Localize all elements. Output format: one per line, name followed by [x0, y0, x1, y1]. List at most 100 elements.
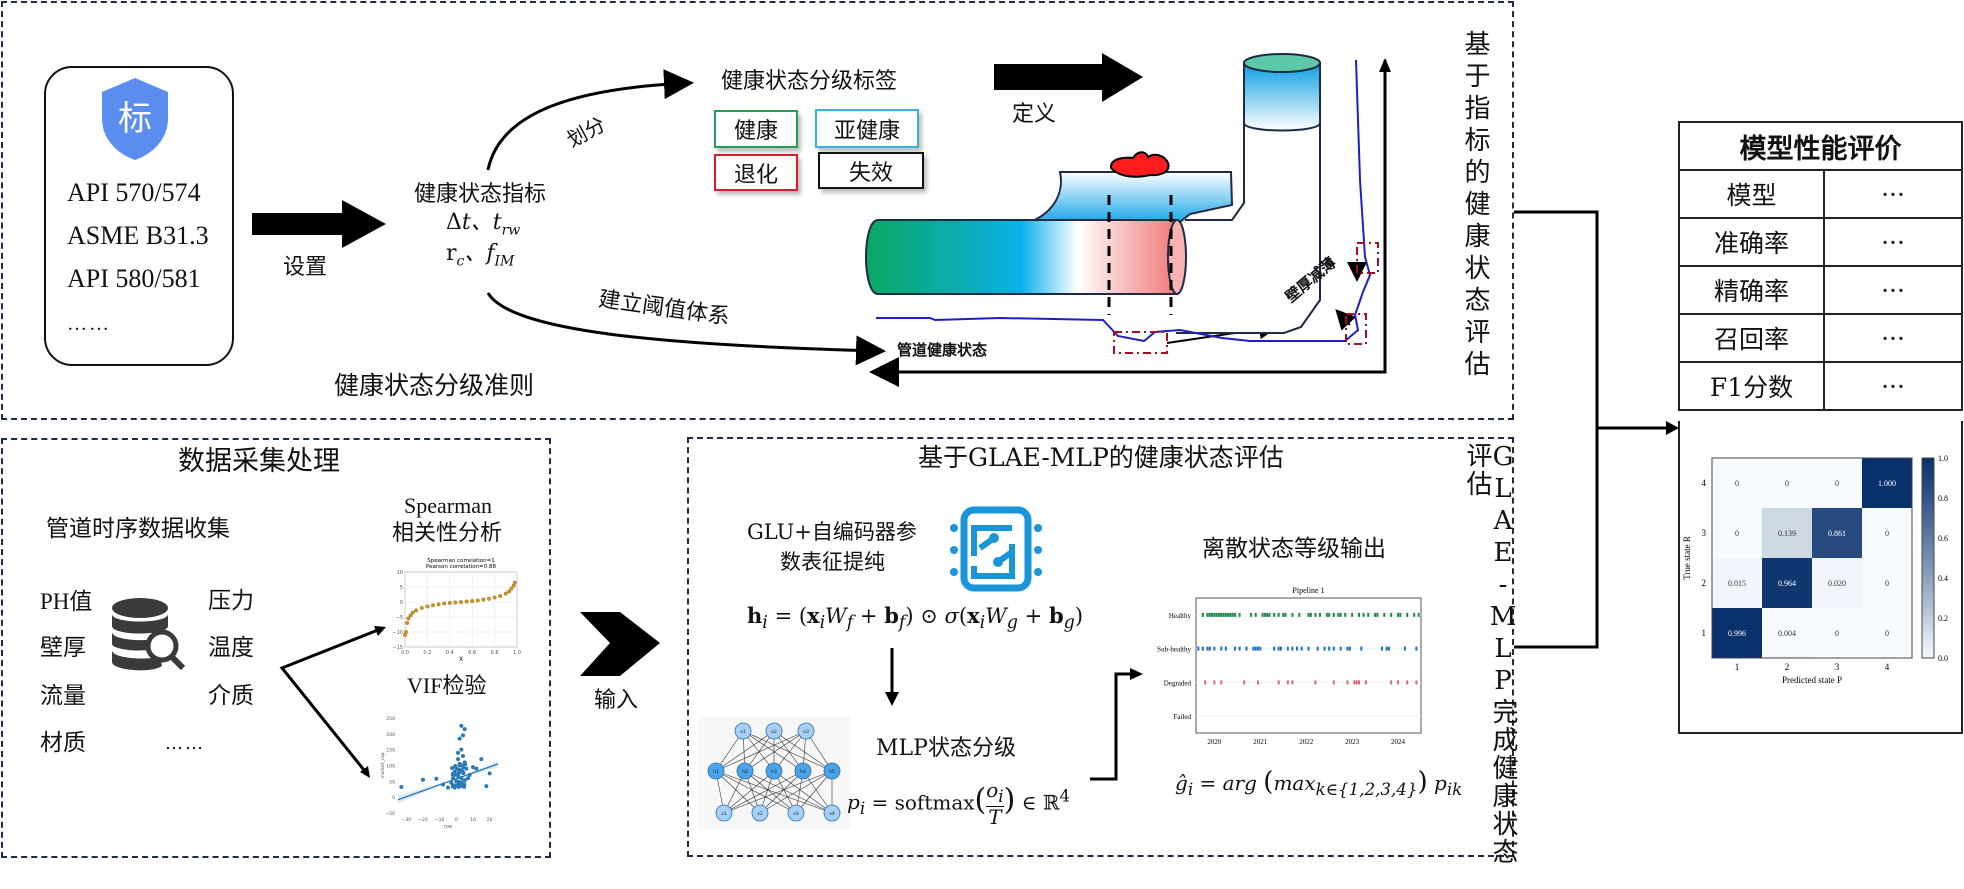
state-point — [1399, 613, 1401, 617]
metric-name: 模型 — [1679, 170, 1824, 218]
state-point — [1381, 647, 1383, 651]
state-point — [1246, 647, 1248, 651]
colorbar — [1922, 458, 1934, 658]
x-tick-label: 2021 — [1253, 738, 1268, 746]
state-point — [1415, 647, 1417, 651]
state-point — [1349, 647, 1351, 651]
metric-value: ··· — [1824, 170, 1962, 218]
colorbar-tick-label: 1.0 — [1938, 454, 1948, 463]
state-point — [1220, 680, 1222, 684]
state-point — [1232, 613, 1234, 617]
state-point — [1209, 647, 1211, 651]
colorbar-tick-label: 0.2 — [1938, 614, 1948, 623]
state-point — [1397, 680, 1399, 684]
state-point — [1266, 613, 1268, 617]
colorbar-tick-label: 0.8 — [1938, 494, 1948, 503]
state-point — [1291, 647, 1293, 651]
state-point — [1213, 613, 1215, 617]
state-point — [1333, 613, 1335, 617]
state-point — [1197, 647, 1199, 651]
state-point — [1296, 647, 1298, 651]
y-tick-label: Failed — [1174, 713, 1192, 721]
x-axis-label: Predicted state P — [1782, 675, 1842, 685]
performance-table-title: 模型性能评价 — [1679, 122, 1962, 170]
state-point — [1356, 680, 1358, 684]
heatmap-cell-label: 0.004 — [1778, 629, 1796, 638]
state-point — [1202, 613, 1204, 617]
metric-value: ··· — [1824, 314, 1962, 362]
state-point — [1257, 647, 1259, 651]
x-tick-label: 4 — [1885, 662, 1890, 672]
state-point — [1386, 647, 1388, 651]
metric-value: ··· — [1824, 218, 1962, 266]
state-point — [1397, 613, 1399, 617]
state-point — [1259, 647, 1261, 651]
heatmap-cell-label: 0 — [1885, 629, 1889, 638]
table-row: 模型··· — [1679, 170, 1962, 218]
state-point — [1415, 680, 1417, 684]
metric-name: 召回率 — [1679, 314, 1824, 362]
heatmap-cell-label: 0.996 — [1728, 629, 1746, 638]
state-point — [1383, 613, 1385, 617]
y-axis-label: True state R — [1682, 536, 1692, 580]
state-point — [1406, 613, 1408, 617]
state-point — [1418, 613, 1420, 617]
heatmap-cell-label: 0.020 — [1828, 579, 1846, 588]
output-formula: ĝi = arg (maxk∈{1,2,3,4}) pik — [1175, 769, 1462, 799]
state-point — [1324, 647, 1326, 651]
metric-name: 精确率 — [1679, 266, 1824, 314]
heatmap-cell-label: 0 — [1735, 529, 1739, 538]
state-point — [1358, 613, 1360, 617]
state-point — [1310, 613, 1312, 617]
state-point — [1220, 647, 1222, 651]
state-point — [1337, 613, 1339, 617]
state-point — [1206, 647, 1208, 651]
state-point — [1301, 647, 1303, 651]
y-tick-label: 2 — [1702, 578, 1707, 588]
state-point — [1255, 647, 1257, 651]
heatmap-cell-label: 0.861 — [1828, 529, 1846, 538]
state-point — [1314, 613, 1316, 617]
state-point — [1280, 647, 1282, 651]
state-point — [1347, 680, 1349, 684]
state-point — [1273, 647, 1275, 651]
state-point — [1216, 613, 1218, 617]
x-tick-label: 2024 — [1391, 738, 1406, 746]
heatmap-cell-label: 0 — [1785, 479, 1789, 488]
state-point — [1278, 613, 1280, 617]
table-row: 精确率··· — [1679, 266, 1962, 314]
state-point — [1229, 613, 1231, 617]
state-point — [1365, 680, 1367, 684]
heatmap-cell-label: 0 — [1885, 579, 1889, 588]
state-point — [1413, 613, 1415, 617]
metric-name: 准确率 — [1679, 218, 1824, 266]
state-point — [1298, 613, 1300, 617]
metric-name: F1分数 — [1679, 362, 1824, 410]
state-point — [1223, 613, 1225, 617]
y-tick-label: Sub-healthy — [1157, 646, 1191, 654]
state-point — [1319, 613, 1321, 617]
heatmap-cell-label: 0 — [1835, 479, 1839, 488]
state-point — [1262, 613, 1264, 617]
state-point — [1340, 613, 1342, 617]
state-point — [1353, 680, 1355, 684]
state-point — [1239, 613, 1241, 617]
state-point — [1351, 613, 1353, 617]
state-point — [1225, 647, 1227, 651]
state-point — [1404, 647, 1406, 651]
state-point — [1390, 613, 1392, 617]
plot-title: Pipeline 1 — [1292, 586, 1324, 595]
state-point — [1257, 680, 1259, 684]
state-point — [1333, 647, 1335, 651]
table-row: 准确率··· — [1679, 218, 1962, 266]
state-point — [1218, 613, 1220, 617]
state-point — [1225, 613, 1227, 617]
colorbar-tick-label: 0.6 — [1938, 534, 1948, 543]
state-point — [1250, 613, 1252, 617]
y-tick-label: 1 — [1702, 628, 1707, 638]
y-tick-label: Degraded — [1164, 679, 1192, 687]
state-point — [1328, 613, 1330, 617]
state-point — [1340, 647, 1342, 651]
state-point — [1358, 680, 1360, 684]
state-point — [1243, 680, 1245, 684]
